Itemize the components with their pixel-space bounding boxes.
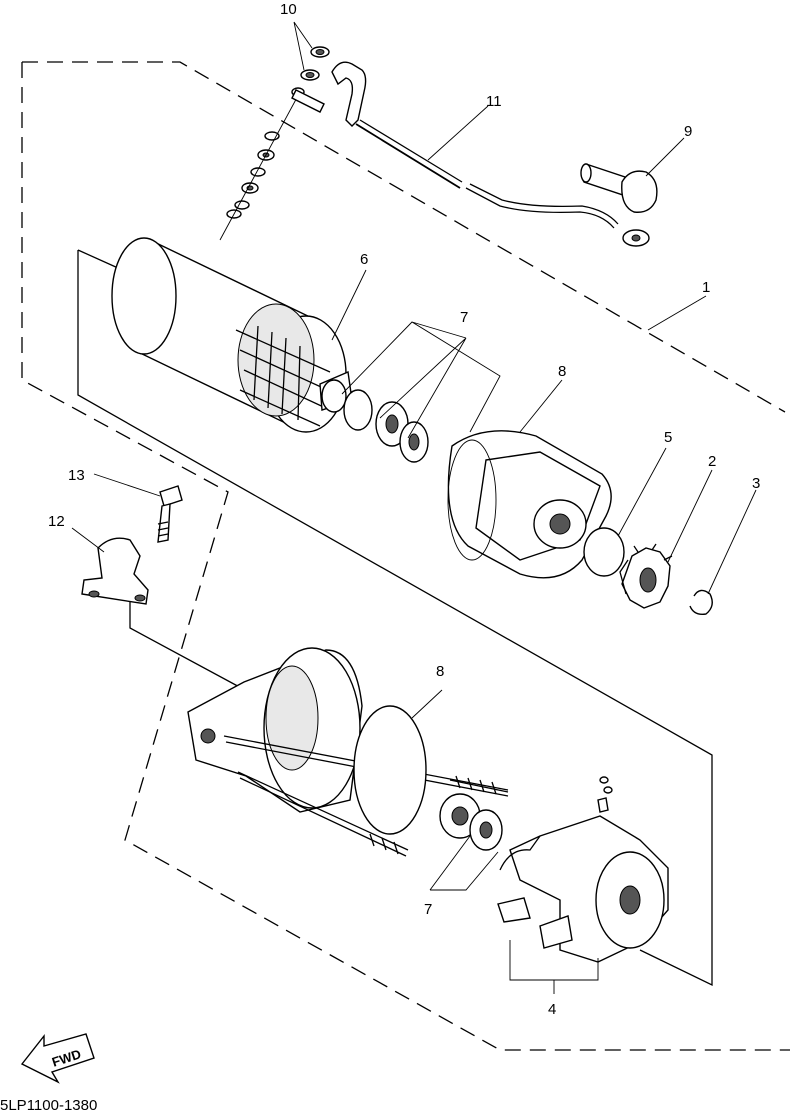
callout-10: 10: [280, 1, 297, 18]
part-2-pinion-gear: [619, 543, 673, 609]
callout-9: 9: [684, 123, 692, 140]
leader-11: [427, 105, 489, 161]
part-11-lead-wire: [291, 61, 650, 247]
rear-housing: [187, 647, 363, 813]
leader-6: [331, 269, 367, 341]
callout-7-upper: 7: [460, 309, 468, 326]
part-8-front-cover: [447, 430, 612, 579]
motor-boundary-top: [77, 249, 119, 269]
lower-bracket-lead: [129, 598, 246, 691]
part-4-brush-holder: [497, 776, 669, 963]
assembly-outline-upper: [21, 61, 790, 1051]
part-12-bracket: [81, 537, 149, 605]
part-7-washers-upper: [343, 389, 429, 463]
leader-2: [667, 469, 713, 563]
callout-5: 5: [664, 429, 672, 446]
leader-10: [293, 21, 313, 71]
leader-7-upper: [341, 321, 501, 439]
leader-3: [707, 489, 757, 595]
part-8-o-ring-lower: [353, 705, 427, 835]
leader-7-lower: [429, 835, 499, 891]
callout-4: 4: [548, 1001, 556, 1018]
drawing-code: 5LP1100-1380: [0, 1097, 97, 1112]
part-7-washers-lower: [439, 793, 503, 851]
callout-8-lower: 8: [436, 663, 444, 680]
part-10-nuts: [291, 46, 330, 97]
callout-7-lower: 7: [424, 901, 432, 918]
leader-9: [645, 137, 685, 177]
callout-11: 11: [486, 93, 502, 110]
leader-13: [93, 473, 161, 497]
washer-axis: [219, 91, 301, 241]
motor-assembly-boundary: [77, 250, 713, 987]
part-5-o-ring: [583, 527, 625, 577]
part-13-bolt: [157, 485, 183, 543]
leader-8-upper: [519, 379, 563, 433]
leader-12: [71, 527, 105, 553]
leader-5: [617, 447, 667, 537]
part-9-terminal-cap: [580, 163, 658, 213]
callout-2: 2: [708, 453, 716, 470]
callout-3: 3: [752, 475, 760, 492]
callout-8-upper: 8: [558, 363, 566, 380]
leader-1: [647, 295, 707, 331]
callout-1: 1: [702, 279, 710, 296]
callout-6: 6: [360, 251, 368, 268]
part-3-circlip: [689, 589, 713, 616]
leader-4: [509, 940, 599, 994]
callout-12: 12: [48, 513, 65, 530]
callout-13: 13: [68, 467, 85, 484]
leader-8-lower: [411, 689, 443, 719]
part-6-motor-yoke: [111, 237, 353, 433]
fwd-arrow-icon: FWD: [20, 1033, 95, 1084]
